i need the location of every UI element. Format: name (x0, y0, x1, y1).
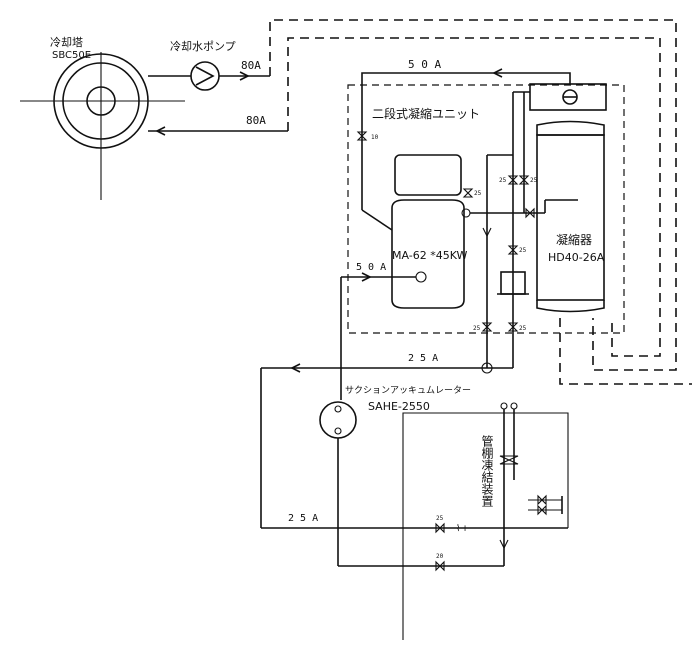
valve-25e-icon (481, 322, 493, 332)
valve-25a-icon (462, 188, 474, 198)
valve-25c-label: 25 (530, 177, 538, 184)
pipe-compressor-discharge (361, 209, 393, 231)
cooling-tower-label: 冷却塔 (50, 36, 83, 49)
tower-middle-ring (62, 62, 140, 140)
valve-25f-label: 25 (519, 325, 527, 332)
compressor-top-box (394, 154, 462, 196)
valve-20-icon (435, 560, 445, 572)
condenser-model-label: HD40-26A (548, 251, 605, 264)
tower-outer-ring (53, 53, 149, 149)
flow-arrow-freezer-icon (499, 539, 509, 550)
accumulator-port-top-icon (334, 405, 342, 413)
freezer-boundary (402, 412, 569, 640)
pipe-80a-mid-label: 80A (246, 114, 266, 127)
cooling-supply-dashed (269, 19, 677, 371)
valve-25b-icon (507, 175, 519, 185)
unit-label: 二段式凝縮ユニット (372, 106, 480, 121)
condenser-label: 凝縮器 (556, 232, 592, 247)
riser-cap-left-icon (500, 402, 508, 410)
accumulator-label: サクションアッキュムレーター (345, 385, 471, 396)
freezer-label-text: 管棚凍結装置 (422, 434, 494, 507)
pipe-80a-top-label: 80A (241, 59, 261, 72)
pipe-50a-suction-label: 5 0 A (356, 262, 386, 273)
receiver-tank (529, 83, 607, 111)
compressor-model-label: MA-62 *45KW (392, 249, 468, 262)
tower-fan-hub (86, 86, 116, 116)
flow-arrow-25a-icon (290, 363, 301, 373)
condenser-shell (536, 134, 605, 301)
valve-25d-icon (507, 245, 519, 255)
pump-arrow-icon (195, 66, 215, 86)
valve-horizontal-icon (525, 207, 535, 219)
cooling-extra-dashed (559, 318, 692, 385)
accumulator-model-label: SAHE-2550 (368, 400, 430, 413)
stub-valve-upper-icon (537, 494, 547, 506)
valve-25c-icon (518, 175, 530, 185)
valve-25f-icon (507, 322, 519, 332)
valve-25g-label: 25 (436, 515, 444, 522)
cooling-return-dashed (287, 37, 661, 357)
valve-25b-label: 25 (499, 177, 507, 184)
freezer-valve-icon (499, 455, 519, 465)
junction-icon (481, 362, 493, 374)
flow-arrow-suction-icon (361, 272, 372, 282)
pipe-25a-lower-label: 2 5 A (288, 513, 318, 524)
cooling-tower (20, 52, 185, 200)
valve-20-label: 20 (436, 553, 444, 560)
suction-port-icon (415, 271, 427, 283)
valve-25e-label: 25 (473, 325, 481, 332)
accumulator-port-bottom-icon (334, 427, 342, 435)
flow-arrow-return-icon (155, 126, 166, 136)
expansion-mark: ⌇⊣ (456, 523, 466, 534)
flow-arrow-down-icon (482, 227, 492, 238)
valve-25d-label: 25 (519, 247, 527, 254)
condenser-top-cap (536, 120, 605, 136)
condenser-bottom-cap (536, 300, 605, 313)
compressor-body (391, 199, 465, 309)
cooling-tower-model: SBC50E (52, 50, 91, 61)
freezer-label: 管棚凍結装置 (422, 434, 494, 507)
flow-arrow-icon (239, 71, 250, 81)
valve-10-label: 10 (371, 134, 379, 141)
pump-icon (190, 61, 220, 91)
valve-25a-label: 25 (474, 190, 482, 197)
pipe-50a-top-label: 5 0 A (408, 58, 441, 71)
pump-label: 冷却水ポンプ (170, 40, 236, 53)
flow-arrow-50a-icon (492, 68, 503, 78)
valve-25g-icon (435, 522, 445, 534)
stub-valve-lower-icon (537, 504, 547, 516)
valve-10-icon (356, 131, 368, 141)
pipe-25a-upper-label: 2 5 A (408, 353, 438, 364)
unit-boundary (347, 84, 625, 334)
riser-cap-right-icon (510, 402, 518, 410)
pipe-50a-discharge (361, 72, 571, 210)
accumulator-vessel (319, 401, 357, 439)
